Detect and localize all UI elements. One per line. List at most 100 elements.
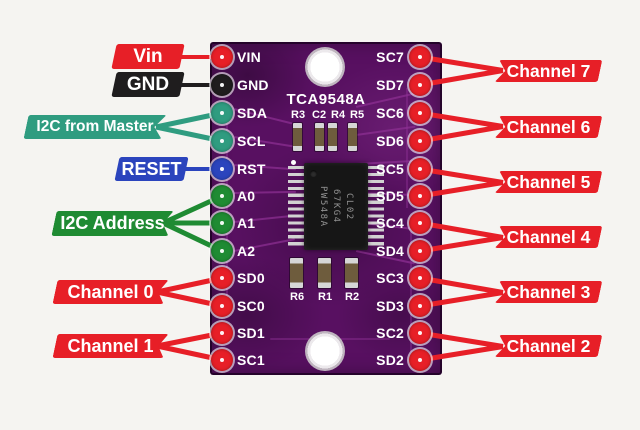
pin-sd1: [211, 322, 233, 344]
chip-marking-line-1: PW548A: [318, 185, 328, 228]
pin-gnd: [211, 74, 233, 96]
pin-sd4: [409, 240, 431, 262]
pin-name-a1: A1: [237, 215, 256, 231]
callout-channel-6: Channel 6: [497, 116, 600, 138]
pin-sda: [211, 102, 233, 124]
chip-marking-line-3: CL02: [344, 192, 354, 221]
pin-name-rst: RST: [237, 161, 266, 177]
pin-sc3: [409, 267, 431, 289]
chip-leads-left: [288, 166, 304, 249]
pcb-board: TCA9548A R3 C2 R4 R5 PW548A 67KG4 CL02 R…: [210, 42, 442, 375]
pin-name-sd0: SD0: [237, 270, 265, 286]
wire: [419, 235, 504, 254]
component-label-r3: R3: [291, 109, 306, 121]
smd-component-r6: [290, 258, 303, 288]
callout-label: Channel 1: [67, 335, 154, 356]
callout-i2c-address: I2C Address: [54, 211, 171, 236]
callout-label: Channel 3: [506, 281, 591, 302]
pin-name-a0: A0: [237, 188, 256, 204]
callout-label: Channel 6: [506, 116, 591, 137]
pin-sc5: [409, 158, 431, 180]
pin-name-a2: A2: [237, 243, 256, 259]
wire: [419, 54, 504, 73]
component-label-c2: C2: [312, 109, 327, 121]
pin-vin: [211, 46, 233, 68]
smd-component-r5: [348, 123, 357, 151]
callout-channel-7: Channel 7: [497, 60, 600, 82]
pin-a1: [211, 212, 233, 234]
pin-name-scl: SCL: [237, 133, 266, 149]
callout-label: GND: [126, 73, 170, 95]
pin-name-sc5: SC5: [376, 161, 404, 177]
callout-label: Vin: [133, 45, 163, 67]
component-label-r4: R4: [331, 109, 346, 121]
pin-sc1: [211, 349, 233, 371]
pin-sd0: [211, 267, 233, 289]
pin-name-gnd: GND: [237, 77, 269, 93]
pin-name-vin: VIN: [237, 49, 261, 65]
silkscreen-dot: [291, 160, 296, 165]
pin-name-sc6: SC6: [376, 105, 404, 121]
callout-label: I2C Address: [60, 213, 165, 233]
smd-component-r4: [328, 123, 337, 151]
component-label-r2: R2: [345, 291, 360, 303]
wire: [419, 180, 504, 199]
callout-label: Channel 4: [506, 226, 591, 247]
pin-rst: [211, 158, 233, 180]
wire: [419, 110, 504, 129]
component-label-r6: R6: [290, 291, 305, 303]
wire: [419, 275, 504, 295]
component-label-r5: R5: [350, 109, 365, 121]
pin-scl: [211, 130, 233, 152]
pin-sc6: [409, 102, 431, 124]
callout-label: Channel 0: [67, 281, 154, 302]
pin-sc7: [409, 46, 431, 68]
callout-label: Channel 5: [506, 171, 591, 192]
callout-label: I2C from Master: [36, 118, 154, 135]
pin-name-sd4: SD4: [376, 243, 404, 259]
pin-name-sd5: SD5: [376, 188, 404, 204]
pin-sd7: [409, 74, 431, 96]
callout-channel-1: Channel 1: [55, 334, 166, 358]
chip-pin1-dot: [310, 170, 317, 177]
wire: [419, 68, 504, 88]
silkscreen-title: TCA9548A: [286, 91, 366, 108]
pin-name-sc3: SC3: [376, 270, 404, 286]
chip-leads-right: [368, 166, 384, 249]
callout-reset: RESET: [117, 157, 186, 181]
wire: [419, 290, 504, 309]
pin-sd6: [409, 130, 431, 152]
wire: [419, 220, 504, 240]
pin-name-sc2: SC2: [376, 325, 404, 341]
pin-sd2: [409, 349, 431, 371]
pin-name-sd7: SD7: [376, 77, 404, 93]
pin-name-sd3: SD3: [376, 298, 404, 314]
pin-sc0: [211, 295, 233, 317]
pin-a0: [211, 185, 233, 207]
component-label-r1: R1: [318, 291, 333, 303]
pin-name-sc4: SC4: [376, 215, 404, 231]
ic-chip: PW548A 67KG4 CL02: [304, 163, 368, 250]
smd-component-c2: [315, 123, 324, 151]
wire: [419, 166, 504, 185]
pin-name-sc0: SC0: [237, 298, 265, 314]
chip-marking: PW548A 67KG4 CL02: [304, 163, 368, 250]
callout-label: Channel 2: [506, 335, 591, 356]
pin-sc2: [409, 322, 431, 344]
wire: [419, 330, 504, 349]
pin-sd3: [409, 295, 431, 317]
callout-gnd: GND: [114, 72, 182, 97]
pin-a2: [211, 240, 233, 262]
wire: [419, 124, 504, 144]
callout-channel-5: Channel 5: [497, 171, 600, 193]
pin-name-sd2: SD2: [376, 352, 404, 368]
callout-i2c-from-master: I2C from Master: [26, 115, 164, 139]
pin-sd5: [409, 185, 431, 207]
mounting-hole-top: [305, 47, 345, 87]
pin-name-sc1: SC1: [237, 352, 265, 368]
chip-marking-line-2: 67KG4: [331, 189, 341, 224]
mounting-hole-bottom: [305, 331, 345, 371]
callout-vin: Vin: [114, 44, 182, 69]
pin-name-sd1: SD1: [237, 325, 265, 341]
